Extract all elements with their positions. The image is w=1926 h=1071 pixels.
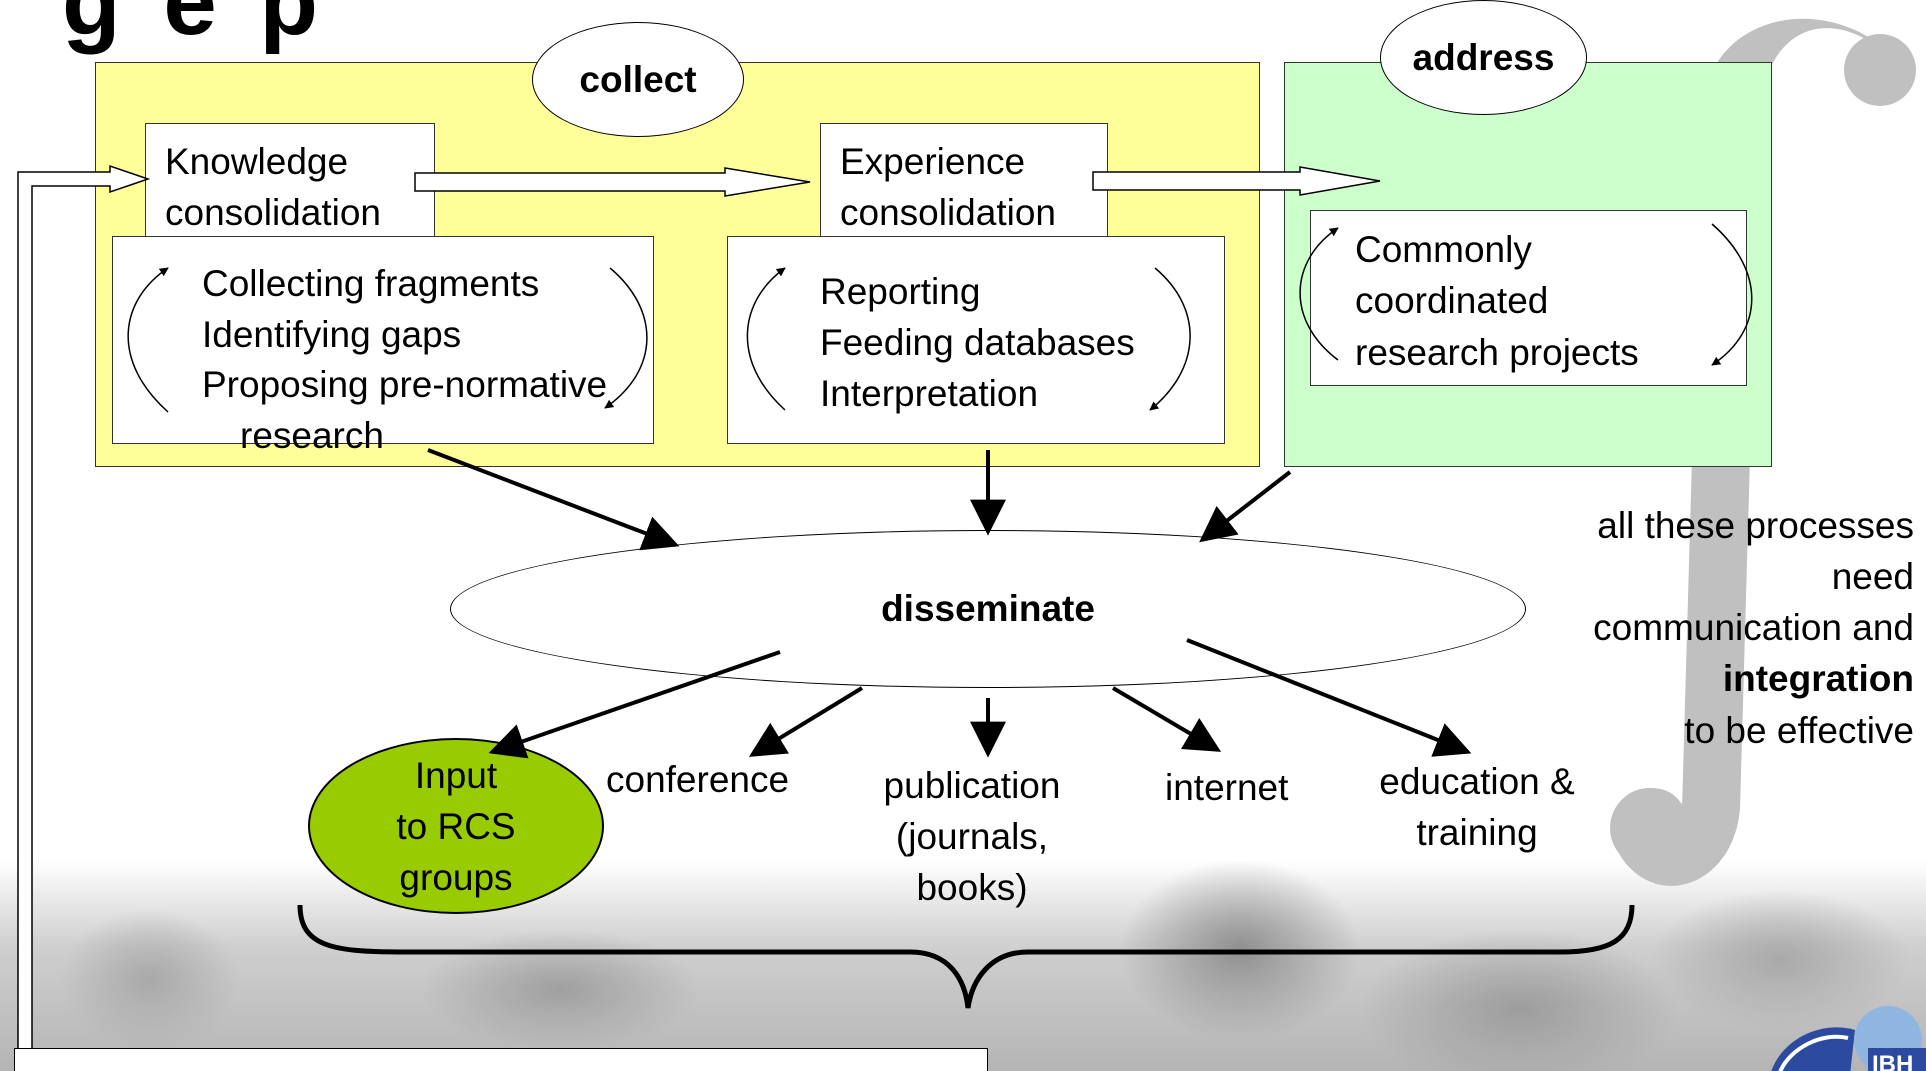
side-note-line-3: communication and — [1593, 607, 1914, 648]
channel-internet: internet — [1165, 767, 1289, 808]
rcs-line-2: to RCS — [396, 805, 516, 847]
experience-consolidation-box — [820, 123, 1108, 238]
knowledge-consolidation-line-1: Knowledge — [165, 141, 349, 182]
experience-task-1: Reporting — [820, 271, 981, 312]
knowledge-consolidation-box — [145, 123, 435, 238]
to-internet-arrow — [1111, 686, 1222, 752]
collect-oval: collect — [532, 22, 744, 137]
knowledge-task-1: Collecting fragments — [202, 263, 540, 304]
experience-consolidation-line-1: Experience — [840, 141, 1026, 182]
channel-education-line-2: training — [1416, 812, 1538, 853]
channel-education-line-1: education & — [1379, 761, 1575, 802]
knowledge-task-4: research — [240, 415, 384, 456]
bottom-box — [14, 1048, 988, 1071]
address-tasks-box — [1310, 210, 1747, 386]
side-note-line-1: all these processes — [1597, 505, 1914, 546]
experience-tasks-box — [727, 236, 1225, 444]
knowledge-task-2: Identifying gaps — [202, 314, 462, 355]
side-note-line-2: need — [1831, 556, 1914, 597]
disseminate-oval: disseminate — [450, 530, 1526, 688]
knowledge-task-3: Proposing pre-normative — [202, 364, 608, 405]
logo-text: IBH — [1872, 1051, 1913, 1071]
channel-conference: conference — [606, 759, 790, 800]
channel-publication-line-1: publication — [883, 765, 1061, 806]
address-oval: address — [1380, 0, 1587, 115]
address-task-line-3: research projects — [1355, 332, 1639, 373]
channel-publication-line-3: books) — [916, 867, 1028, 908]
input-to-rcs-groups-oval: Input to RCS groups — [308, 738, 604, 914]
experience-task-2: Feeding databases — [820, 322, 1135, 363]
slide-title-partial: g e p — [62, 0, 327, 55]
address-task-line-1: Commonly — [1355, 229, 1532, 270]
experience-consolidation-line-2: consolidation — [840, 192, 1056, 233]
address-task-line-2: coordinated — [1355, 280, 1549, 321]
knowledge-tasks-box — [112, 236, 654, 444]
side-note-line-5: to be effective — [1684, 710, 1914, 751]
experience-task-3: Interpretation — [820, 373, 1039, 414]
side-note-line-4: integration — [1722, 658, 1914, 699]
address-to-disseminate-arrow — [1199, 470, 1292, 543]
channel-publication-line-2: (journals, — [895, 816, 1049, 857]
rcs-line-1: Input — [414, 754, 498, 796]
rcs-line-3: groups — [399, 856, 513, 898]
to-conference-arrow — [748, 686, 864, 757]
ibh-logo: IBH — [1771, 1006, 1926, 1071]
knowledge-consolidation-line-2: consolidation — [165, 192, 381, 233]
